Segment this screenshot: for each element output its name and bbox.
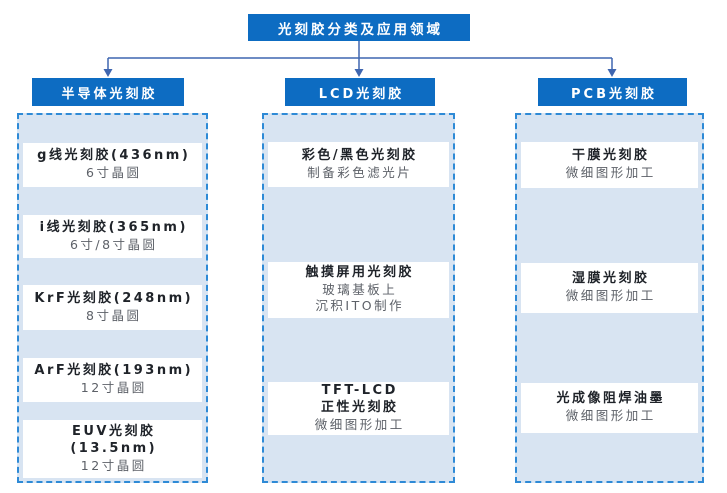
right-arrowhead-icon (607, 69, 617, 77)
node-subtitle: 玻璃基板上 (322, 282, 398, 298)
node-subtitle: 微细图形加工 (314, 417, 405, 433)
node-subtitle-line2: 沉积ITO制作 (315, 298, 405, 314)
branch-header-semiconductor: 半导体光刻胶 (32, 78, 184, 106)
root-node-title: 光刻胶分类及应用领域 (248, 14, 470, 41)
node-title: ArF光刻胶(193nm) (34, 363, 194, 379)
node-title: 干膜光刻胶 (571, 148, 650, 164)
node-subtitle: 12寸晶圆 (80, 380, 147, 396)
node-dry-film-resist: 干膜光刻胶 微细图形加工 (521, 142, 698, 188)
middle-arrowhead-icon (354, 69, 364, 77)
node-subtitle: 制备彩色滤光片 (307, 164, 413, 180)
node-g-line-436nm: g线光刻胶(436nm) 6寸晶圆 (23, 143, 202, 187)
node-title-line2: (13.5nm) (70, 440, 158, 456)
node-subtitle: 6寸晶圆 (86, 165, 142, 181)
node-subtitle: 6寸/8寸晶圆 (69, 236, 158, 252)
node-subtitle: 8寸晶圆 (86, 307, 142, 323)
node-title: EUV光刻胶 (72, 423, 156, 439)
node-touchscreen-resist: 触摸屏用光刻胶 玻璃基板上 沉积ITO制作 (268, 262, 449, 318)
node-i-line-365nm: i线光刻胶(365nm) 6寸/8寸晶圆 (23, 215, 202, 258)
node-arf-193nm: ArF光刻胶(193nm) 12寸晶圆 (23, 358, 202, 402)
pcb-group: 干膜光刻胶 微细图形加工 湿膜光刻胶 微细图形加工 光成像阻焊油墨 微细图形加工 (515, 113, 704, 483)
node-subtitle: 微细图形加工 (565, 408, 656, 424)
node-subtitle: 微细图形加工 (565, 288, 656, 304)
node-euv-13-5nm: EUV光刻胶 (13.5nm) 12寸晶圆 (23, 420, 202, 478)
node-title-line2: 正性光刻胶 (320, 400, 399, 416)
node-krf-248nm: KrF光刻胶(248nm) 8寸晶圆 (23, 285, 202, 330)
node-title: TFT-LCD (321, 383, 398, 399)
node-title: 彩色/黑色光刻胶 (301, 147, 418, 163)
left-arrowhead-icon (103, 69, 113, 77)
branch-header-pcb: PCB光刻胶 (538, 78, 687, 106)
node-subtitle: 微细图形加工 (565, 165, 656, 181)
node-title: 湿膜光刻胶 (571, 271, 650, 287)
node-tft-lcd-positive-resist: TFT-LCD 正性光刻胶 微细图形加工 (268, 382, 449, 435)
node-wet-film-resist: 湿膜光刻胶 微细图形加工 (521, 263, 698, 313)
node-title: KrF光刻胶(248nm) (34, 290, 194, 306)
node-title: 光成像阻焊油墨 (556, 391, 665, 407)
node-color-black-resist: 彩色/黑色光刻胶 制备彩色滤光片 (268, 142, 449, 187)
node-title: i线光刻胶(365nm) (39, 219, 188, 235)
lcd-group: 彩色/黑色光刻胶 制备彩色滤光片 触摸屏用光刻胶 玻璃基板上 沉积ITO制作 T… (262, 113, 455, 483)
node-title: 触摸屏用光刻胶 (305, 265, 414, 281)
branch-header-lcd: LCD光刻胶 (285, 78, 435, 106)
node-subtitle: 12寸晶圆 (80, 457, 147, 473)
semiconductor-group: g线光刻胶(436nm) 6寸晶圆 i线光刻胶(365nm) 6寸/8寸晶圆 K… (17, 113, 208, 483)
node-title: g线光刻胶(436nm) (37, 148, 191, 164)
node-photoimageable-solder-mask: 光成像阻焊油墨 微细图形加工 (521, 383, 698, 433)
